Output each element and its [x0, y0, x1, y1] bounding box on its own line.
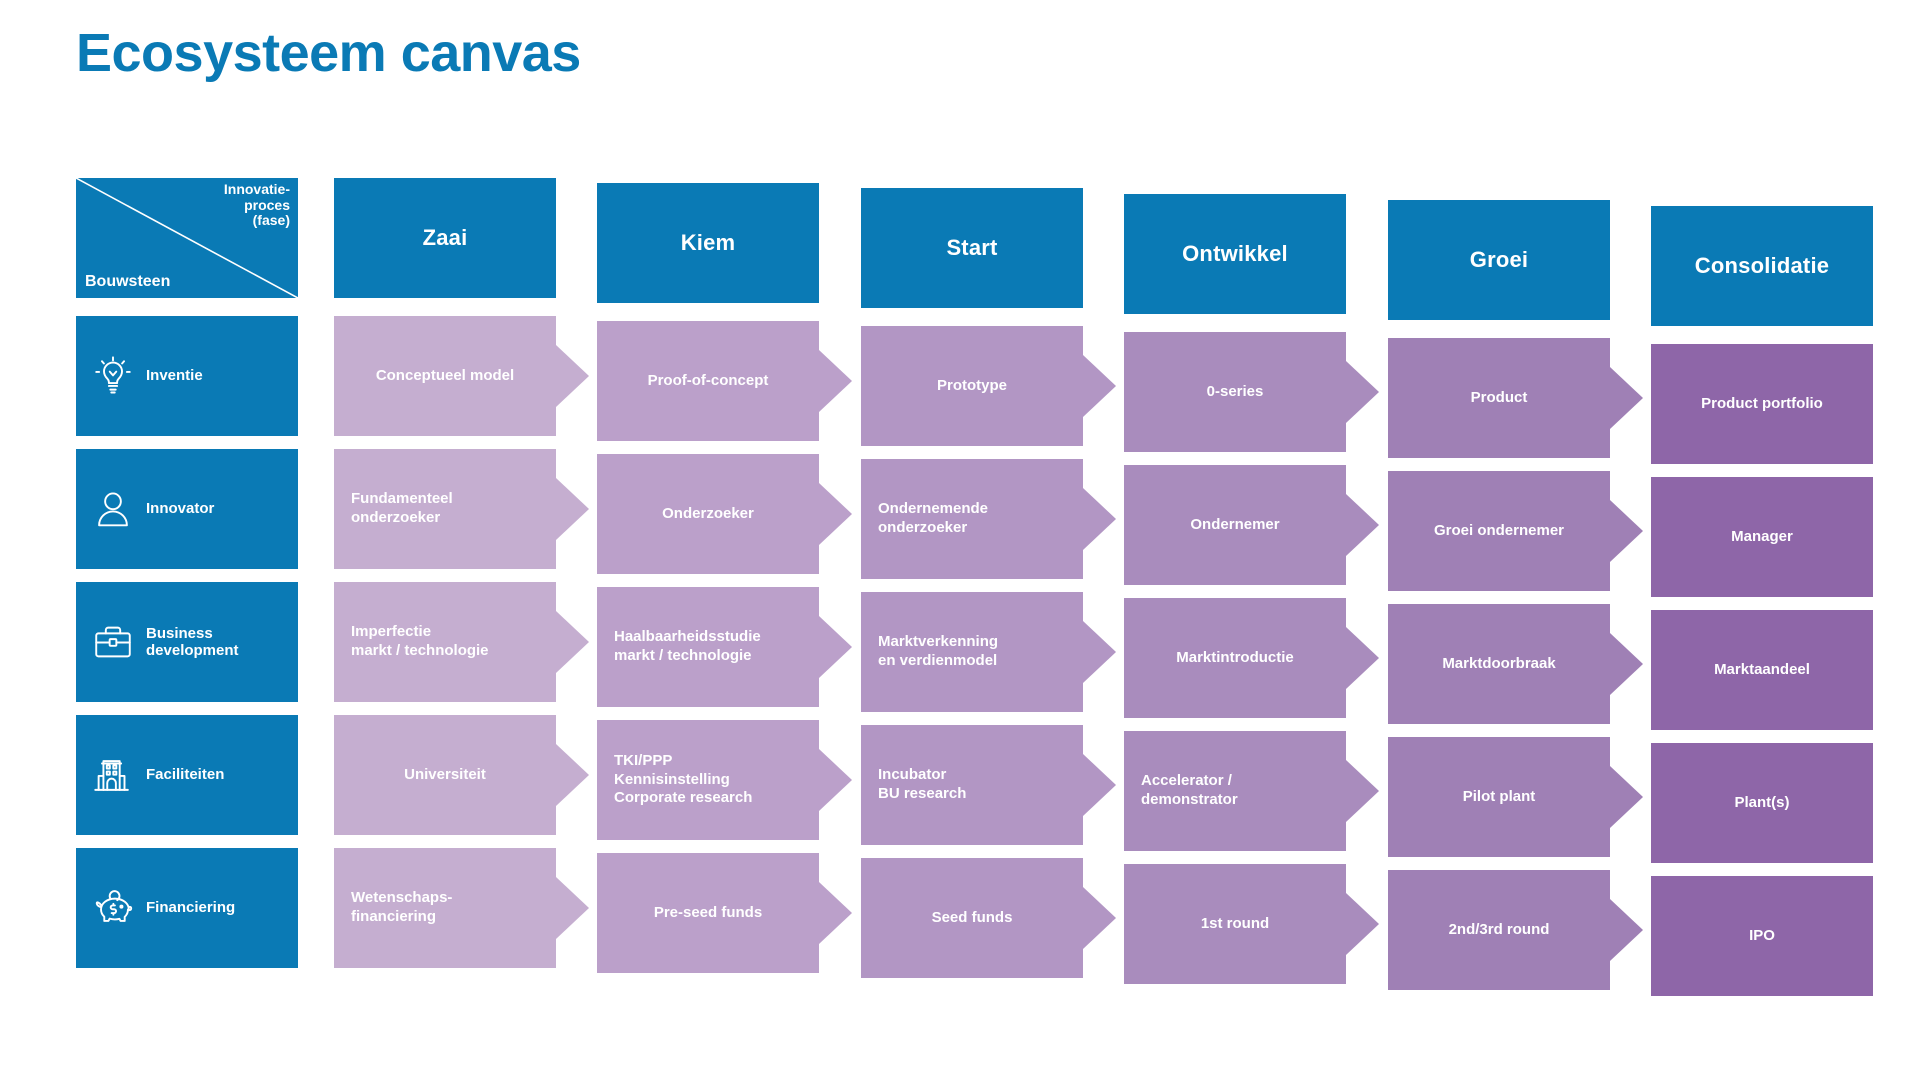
matrix-cell-fac-kiem[interactable]: TKI/PPP Kennisinstelling Corporate resea… — [597, 720, 819, 840]
column-header-kiem[interactable]: Kiem — [597, 183, 819, 303]
column-header-start[interactable]: Start — [861, 188, 1083, 308]
stage-arrow-icon — [1346, 627, 1379, 689]
column-header-consolidatie[interactable]: Consolidatie — [1651, 206, 1873, 326]
stage-arrow-icon — [1083, 488, 1116, 550]
matrix-cell-inventie-kiem[interactable]: Proof-of-concept — [597, 321, 819, 441]
matrix-cell-bizdev-ontwikkel[interactable]: Marktintroductie — [1124, 598, 1346, 718]
person-icon — [98, 492, 128, 527]
stage-arrow-icon — [1346, 893, 1379, 955]
stage-arrow-icon — [1346, 494, 1379, 556]
matrix-cell-fac-zaai[interactable]: Universiteit — [334, 715, 556, 835]
column-header-label: Ontwikkel — [1182, 241, 1288, 266]
matrix-cell-bizdev-kiem[interactable]: Haalbaarheidsstudie markt / technologie — [597, 587, 819, 707]
row-label-fac[interactable]: Faciliteiten — [76, 715, 298, 835]
row-label-text: Financiering — [146, 899, 236, 917]
matrix-cell-innovator-kiem[interactable]: Onderzoeker — [597, 454, 819, 574]
matrix-cell-innovator-start[interactable]: Ondernemende onderzoeker — [861, 459, 1083, 579]
stage-arrow-icon — [556, 345, 589, 407]
matrix-cell-fac-ontwikkel[interactable]: Accelerator / demonstrator — [1124, 731, 1346, 851]
stage-arrow-icon — [819, 749, 852, 811]
stage-arrow-icon — [819, 483, 852, 545]
matrix-cell-fin-groei[interactable]: 2nd/3rd round — [1388, 870, 1610, 990]
matrix-cell-bizdev-consolidatie[interactable]: Marktaandeel — [1651, 610, 1873, 730]
row-label-text: Business development — [146, 624, 239, 659]
matrix-cell-fac-start[interactable]: Incubator BU research — [861, 725, 1083, 845]
stage-arrow-icon — [556, 744, 589, 806]
column-header-label: Zaai — [422, 225, 468, 250]
matrix-cell-innovator-groei[interactable]: Groei ondernemer — [1388, 471, 1610, 591]
matrix-cell-fin-zaai[interactable]: Wetenschaps- financiering — [334, 848, 556, 968]
stage-arrow-icon — [1610, 367, 1643, 429]
column-header-label: Groei — [1469, 247, 1529, 272]
row-label-text: Inventie — [146, 367, 203, 385]
stage-arrow-icon — [1083, 754, 1116, 816]
piggy-bank-icon — [95, 890, 133, 922]
matrix-cell-fin-ontwikkel[interactable]: 1st round — [1124, 864, 1346, 984]
lightbulb-icon — [95, 356, 131, 394]
stage-arrow-icon — [1346, 760, 1379, 822]
column-axis-label: Innovatie- proces (fase) — [223, 181, 290, 229]
briefcase-icon — [95, 626, 131, 658]
column-header-groei[interactable]: Groei — [1388, 200, 1610, 320]
stage-arrow-icon — [556, 478, 589, 540]
matrix-cell-inventie-consolidatie[interactable]: Product portfolio — [1651, 344, 1873, 464]
column-header-label: Consolidatie — [1694, 253, 1830, 278]
stage-arrow-icon — [1610, 899, 1643, 961]
matrix-cell-bizdev-groei[interactable]: Marktdoorbraak — [1388, 604, 1610, 724]
stage-arrow-icon — [1083, 355, 1116, 417]
row-label-text: Faciliteiten — [146, 766, 225, 784]
matrix-cell-inventie-groei[interactable]: Product — [1388, 338, 1610, 458]
matrix-cell-innovator-zaai[interactable]: Fundamenteel onderzoeker — [334, 449, 556, 569]
matrix-cell-fin-consolidatie[interactable]: IPO — [1651, 876, 1873, 996]
stage-arrow-icon — [1083, 887, 1116, 949]
column-header-label: Start — [946, 235, 998, 260]
matrix-cell-bizdev-start[interactable]: Marktverkenning en verdienmodel — [861, 592, 1083, 712]
matrix-corner-header: Innovatie- proces (fase) Bouwsteen — [76, 178, 298, 298]
stage-arrow-icon — [1610, 766, 1643, 828]
row-axis-label: Bouwsteen — [85, 273, 171, 290]
matrix-cell-bizdev-zaai[interactable]: Imperfectie markt / technologie — [334, 582, 556, 702]
building-icon — [94, 760, 129, 791]
row-label-inventie[interactable]: Inventie — [76, 316, 298, 436]
row-label-bizdev[interactable]: Business development — [76, 582, 298, 702]
matrix-cell-inventie-zaai[interactable]: Conceptueel model — [334, 316, 556, 436]
row-label-text: Innovator — [146, 500, 215, 518]
stage-arrow-icon — [556, 611, 589, 673]
stage-arrow-icon — [819, 616, 852, 678]
matrix-cell-inventie-ontwikkel[interactable]: 0-series — [1124, 332, 1346, 452]
stage-arrow-icon — [819, 882, 852, 944]
matrix-cell-fin-kiem[interactable]: Pre-seed funds — [597, 853, 819, 973]
stage-arrow-icon — [819, 350, 852, 412]
column-header-ontwikkel[interactable]: Ontwikkel — [1124, 194, 1346, 314]
stage-arrow-icon — [1346, 361, 1379, 423]
matrix-cell-fac-consolidatie[interactable]: Plant(s) — [1651, 743, 1873, 863]
matrix-cell-fin-start[interactable]: Seed funds — [861, 858, 1083, 978]
row-label-innovator[interactable]: Innovator — [76, 449, 298, 569]
matrix-cell-innovator-consolidatie[interactable]: Manager — [1651, 477, 1873, 597]
matrix-cell-innovator-ontwikkel[interactable]: Ondernemer — [1124, 465, 1346, 585]
column-header-zaai[interactable]: Zaai — [334, 178, 556, 298]
column-header-label: Kiem — [680, 230, 736, 255]
stage-arrow-icon — [556, 877, 589, 939]
stage-arrow-icon — [1610, 633, 1643, 695]
page-title: Ecosysteem canvas — [76, 23, 581, 83]
row-label-fin[interactable]: Financiering — [76, 848, 298, 968]
matrix-cell-fac-groei[interactable]: Pilot plant — [1388, 737, 1610, 857]
matrix-cell-inventie-start[interactable]: Prototype — [861, 326, 1083, 446]
stage-arrow-icon — [1083, 621, 1116, 683]
stage-arrow-icon — [1610, 500, 1643, 562]
